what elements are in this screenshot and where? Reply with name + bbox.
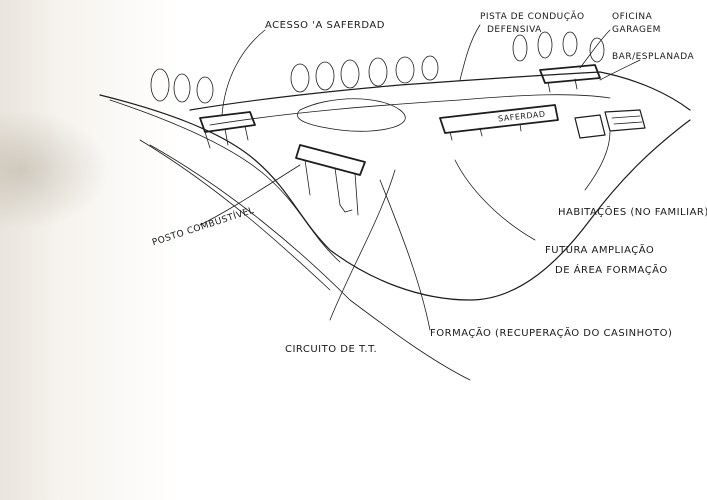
tree (562, 31, 578, 57)
leader-bar (599, 59, 641, 81)
label-pista-line1: PISTA DE CONDUÇÃO (480, 12, 585, 22)
leader-futura (454, 159, 536, 241)
tree (512, 34, 528, 62)
leader-formacao (379, 179, 431, 331)
label-oficina-line2: GARAGEM (612, 25, 661, 35)
label-oficina-line1: OFICINA (612, 12, 653, 22)
label-bar: BAR/ESPLANADA (612, 52, 695, 62)
tree (368, 57, 388, 87)
road-lower-2 (139, 139, 331, 291)
tree (589, 37, 605, 63)
plateau-edge-2 (209, 94, 611, 126)
leader-posto (199, 164, 301, 226)
track-loop (297, 98, 406, 132)
terrain-outline (99, 94, 691, 301)
tree (290, 63, 310, 93)
tree (173, 73, 191, 103)
label-circuito: CIRCUITO DE T.T. (285, 344, 378, 355)
building-posto (295, 144, 366, 216)
tree (340, 59, 360, 89)
label-futura-line1: FUTURA AMPLIAÇÃO (545, 245, 655, 256)
tree-row (150, 31, 605, 104)
label-futura-line2: DE ÁREA FORMAÇÃO (555, 265, 668, 276)
tree (315, 61, 335, 91)
leader-pista (459, 24, 481, 81)
road-lower (149, 144, 471, 381)
label-habitacoes: HABITAÇÕES (NO FAMILIAR) (558, 207, 707, 218)
terrain-inner-line (109, 99, 341, 263)
tree (395, 56, 415, 84)
label-pista-line2: DEFENSIVA (487, 25, 542, 35)
habitacoes-block (574, 109, 646, 139)
building-oficina (539, 64, 601, 93)
tree (150, 68, 170, 102)
plateau-edge (189, 71, 691, 111)
leader-acesso (221, 29, 266, 116)
building-acesso (199, 111, 256, 149)
building-saferdad (439, 104, 559, 141)
leader-oficina (579, 29, 611, 69)
tree (537, 31, 553, 59)
leader-habitacoes (584, 131, 611, 191)
label-formacao: FORMAÇÃO (RECUPERAÇÃO DO CASINHOTO) (430, 328, 673, 339)
tree (196, 76, 214, 104)
leader-circuito (329, 169, 396, 321)
label-acesso: ACESSO 'A SAFERDAD (265, 20, 385, 31)
tree (421, 55, 439, 81)
